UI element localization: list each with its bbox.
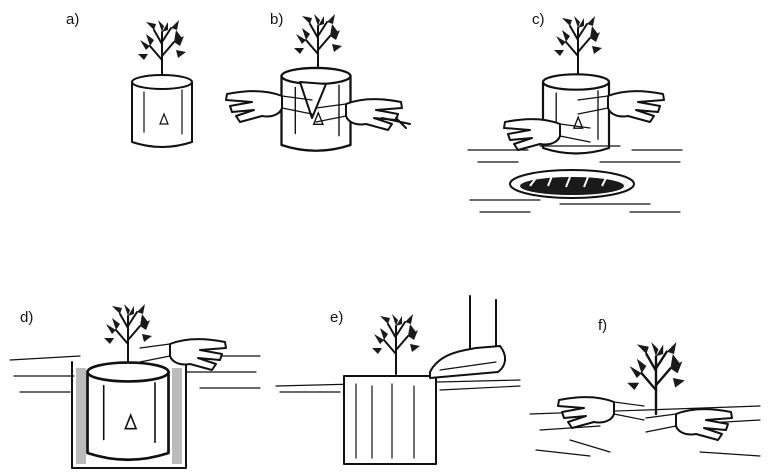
shoe-icon: [430, 296, 505, 378]
hand-icon: [558, 397, 644, 428]
pot-icon: [88, 363, 169, 460]
hand-icon: [226, 91, 312, 122]
panel-c-label: c): [532, 11, 545, 28]
seedling-icon: [294, 14, 342, 74]
hand-icon: [316, 99, 402, 130]
panel-f-label: f): [598, 317, 607, 334]
panel-e: e): [276, 296, 520, 464]
seedling-icon: [554, 16, 602, 76]
pot-icon: [132, 75, 192, 147]
panel-a: a): [66, 11, 192, 147]
seedling-icon: [138, 20, 186, 80]
seedling-icon: [372, 314, 420, 374]
hand-icon: [504, 119, 590, 150]
filled-hole: [344, 376, 436, 464]
seedling-icon: [104, 304, 152, 364]
panel-a-label: a): [66, 11, 79, 28]
panel-f: f): [530, 317, 760, 456]
panel-b-label: b): [270, 11, 283, 28]
hand-icon: [646, 409, 732, 440]
planting-hole-icon: [510, 170, 634, 198]
seedling-icon: [627, 342, 685, 414]
panel-d: d): [10, 304, 260, 468]
panel-e-label: e): [330, 309, 343, 326]
panel-b: b): [226, 11, 410, 151]
panel-c: c): [468, 11, 682, 212]
panel-d-label: d): [20, 309, 33, 326]
hand-icon: [578, 91, 664, 122]
